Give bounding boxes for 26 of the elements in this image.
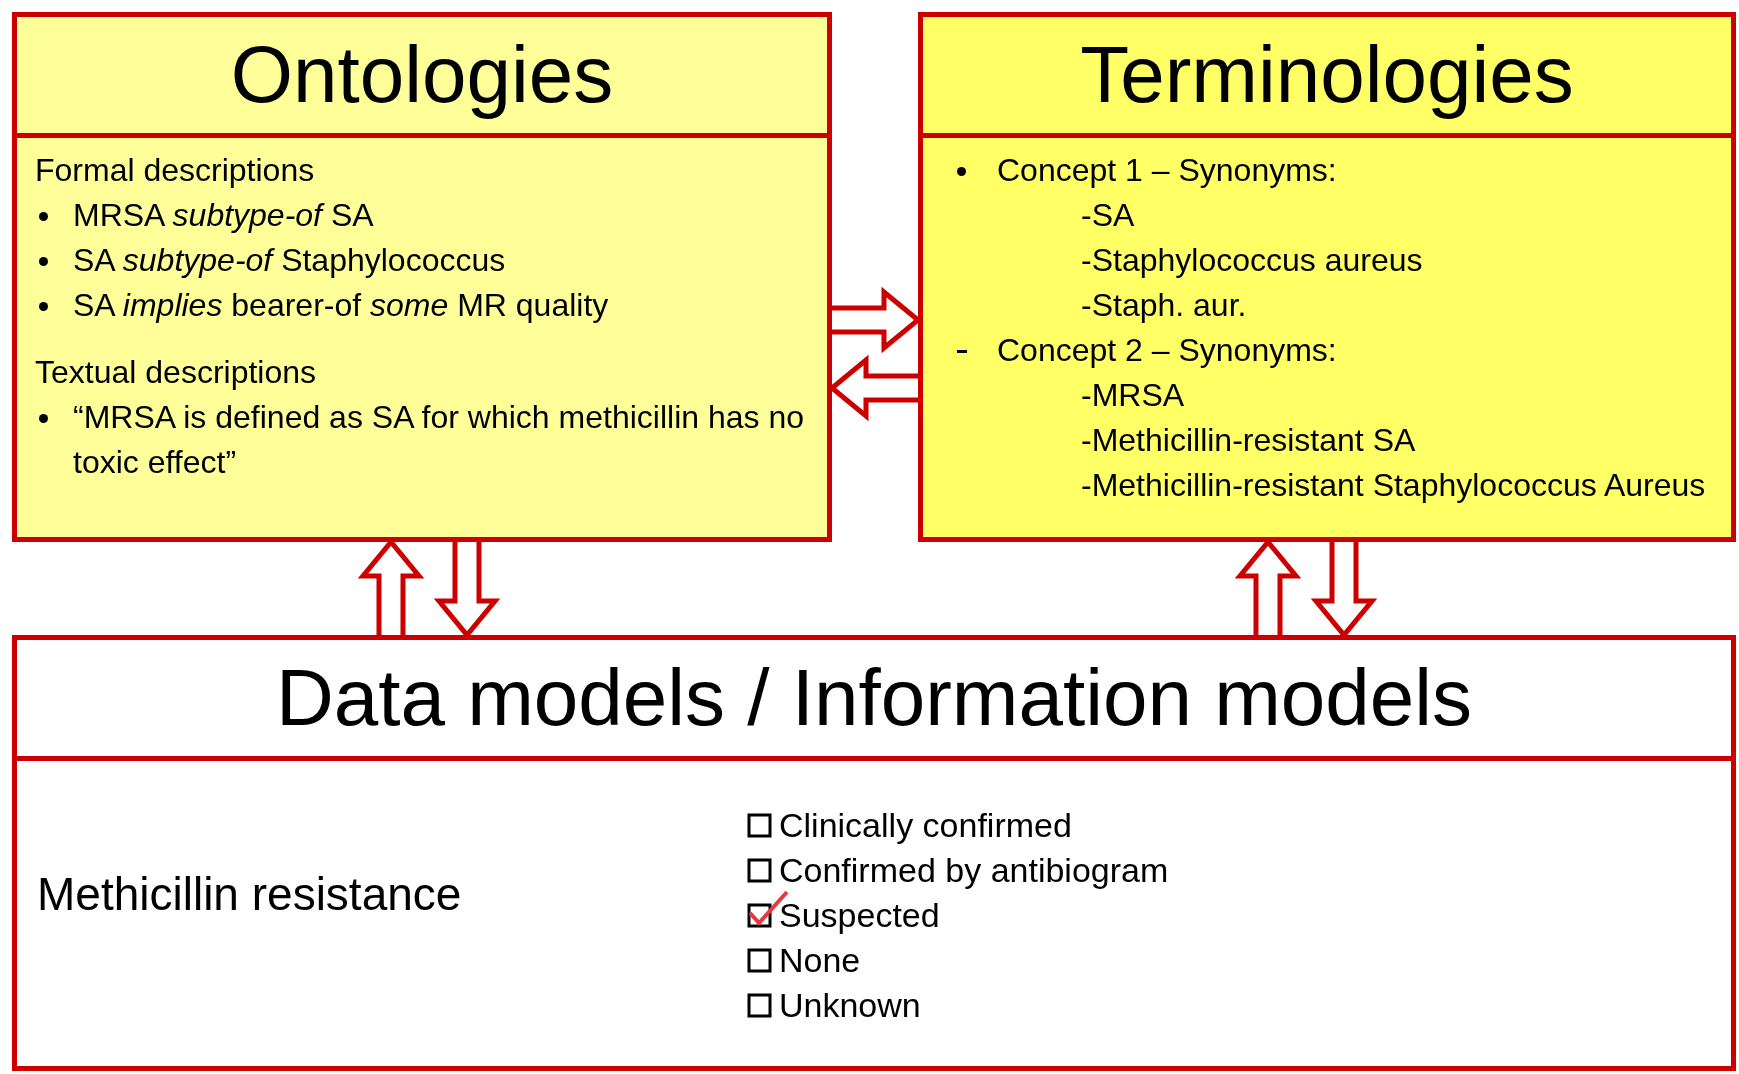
concept-panel: [12, 635, 1736, 1071]
concept-panel: [12, 12, 832, 542]
list-item: -Staph. aur.: [1080, 286, 1248, 325]
section-heading: Textual descriptions: [35, 353, 318, 392]
list-item: SA implies bearer-of some MR quality: [35, 283, 809, 328]
list-item: -Methicillin-resistant SA: [1080, 421, 1417, 460]
concept-panel: [918, 12, 1736, 542]
list-item: -MRSA: [1080, 376, 1186, 415]
panel-heading: Terminologies: [923, 17, 1731, 138]
option-text: Suspected: [779, 895, 940, 936]
list-item: SA subtype-of Staphylococcus: [35, 238, 809, 283]
list-item: -Staphylococcus aureus: [1080, 241, 1424, 280]
panel-heading: Ontologies: [17, 17, 827, 138]
list-item: MRSA subtype-of SA: [35, 193, 809, 238]
list-item: Concept 2 – Synonyms:: [941, 328, 1713, 373]
list-item: -SA: [1080, 196, 1136, 235]
option-text: Clinically confirmed: [779, 805, 1072, 846]
list-item: “MRSA is defined as SA for which methicillin has no toxic effect”: [35, 395, 809, 485]
list-item: Concept 1 – Synonyms:: [941, 148, 1713, 193]
option-text: Unknown: [779, 985, 921, 1026]
option-text: Confirmed by antibiogram: [779, 850, 1169, 891]
option-text: None: [779, 940, 861, 981]
list-item: -Methicillin-resistant Staphylococcus Aureus: [1080, 466, 1707, 505]
section-heading: Formal descriptions: [35, 151, 316, 190]
panel-heading: Data models / Information models: [17, 640, 1731, 761]
field-label: Methicillin resistance: [37, 867, 462, 922]
